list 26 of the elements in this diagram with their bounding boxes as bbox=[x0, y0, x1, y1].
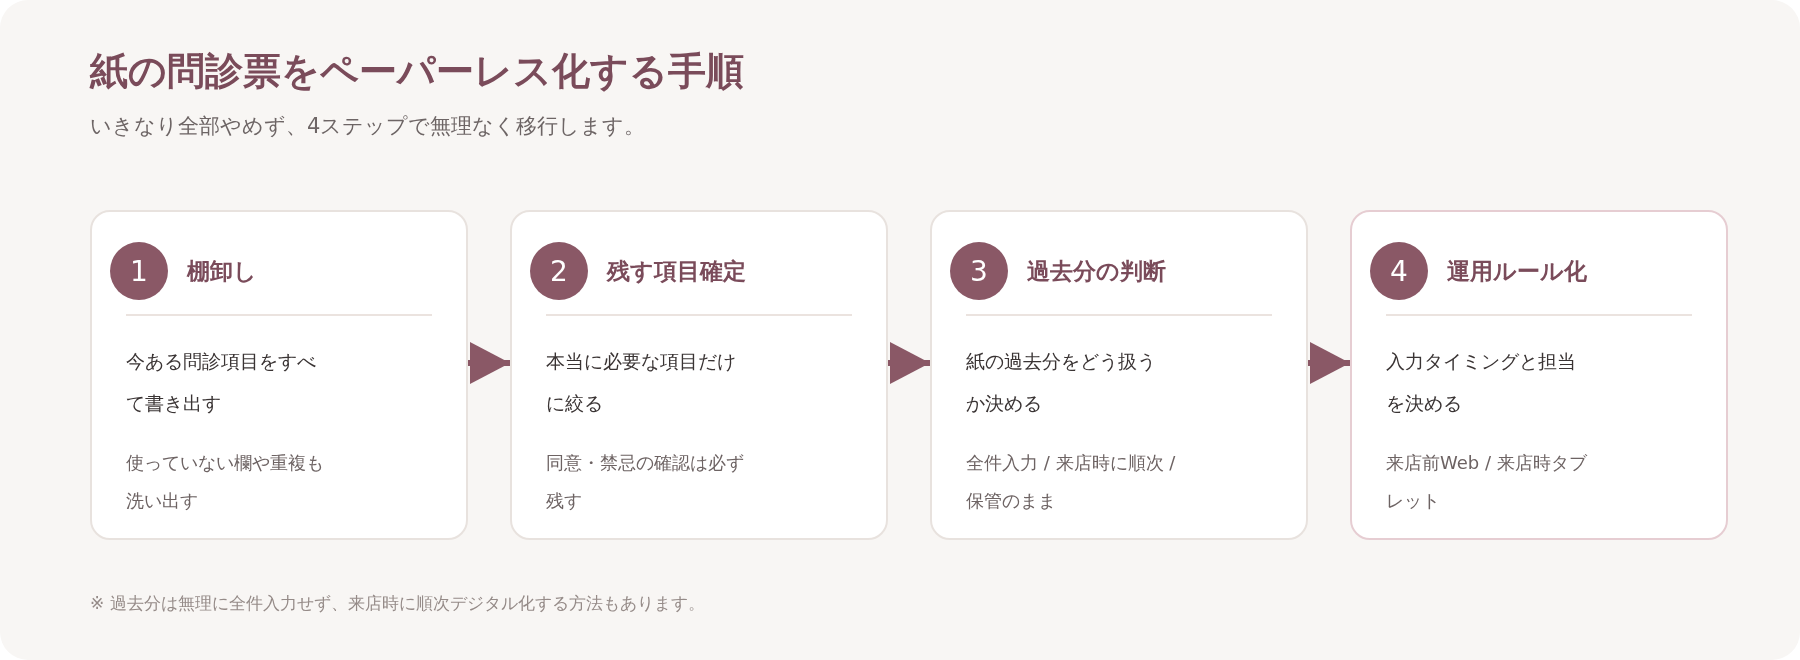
step-description: 紙の過去分をどう扱うか決める bbox=[966, 349, 1157, 416]
step-number: 3 bbox=[950, 242, 1008, 300]
step-note: 全件入力 / 来店時に順次 / 保管のまま bbox=[966, 451, 1176, 513]
step-description: 入力タイミングと担当を決める bbox=[1386, 349, 1577, 416]
arrow bbox=[468, 342, 510, 384]
title: 紙の問診票をペーパーレス化する手順 bbox=[90, 47, 744, 95]
step-card bbox=[1350, 210, 1728, 540]
arrow bbox=[888, 342, 930, 384]
step-heading: 過去分の判断 bbox=[1027, 257, 1166, 286]
step-heading: 棚卸し bbox=[187, 257, 257, 286]
step-card bbox=[930, 210, 1308, 540]
step-heading: 運用ルール化 bbox=[1447, 257, 1587, 286]
step-card bbox=[90, 210, 468, 540]
step-note: 来店前Web / 来店時タブレット bbox=[1386, 451, 1588, 513]
step-heading: 残す項目確定 bbox=[607, 257, 746, 286]
step-note: 同意・禁忌の確認は必ず残す bbox=[546, 451, 745, 513]
step-number: 4 bbox=[1370, 242, 1428, 300]
step-card bbox=[510, 210, 888, 540]
step-note: 使っていない欄や重複も洗い出す bbox=[126, 451, 325, 513]
footnote: ※ 過去分は無理に全件入力せず、来店時に順次デジタル化する方法もあります。 bbox=[90, 592, 705, 615]
step-number: 1 bbox=[110, 242, 168, 300]
arrow bbox=[1308, 342, 1350, 384]
subtitle: いきなり全部やめず、4ステップで無理なく移行します。 bbox=[90, 113, 646, 140]
step-number: 2 bbox=[530, 242, 588, 300]
step-description: 今ある問診項目をすべて書き出す bbox=[126, 349, 317, 416]
step-description: 本当に必要な項目だけに絞る bbox=[546, 349, 737, 416]
